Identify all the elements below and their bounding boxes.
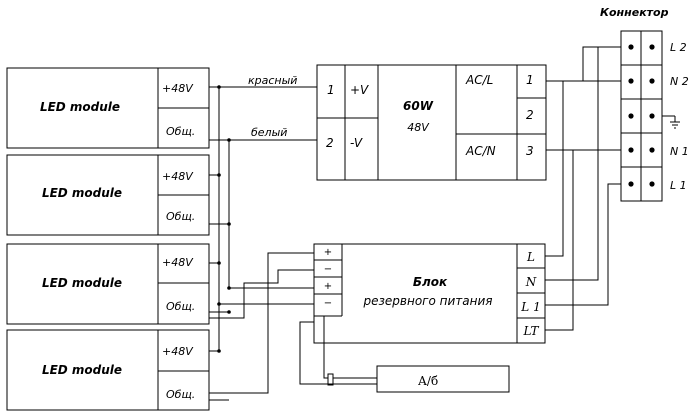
backup-subtitle: резервного питания bbox=[363, 294, 493, 308]
backup-title: Блок bbox=[413, 275, 448, 289]
wires bbox=[209, 46, 621, 401]
psu-ac-n: AC/N bbox=[465, 144, 496, 158]
backup-pin-l1: L 1 bbox=[520, 300, 540, 314]
connector-label-n2: N 2 bbox=[670, 75, 689, 88]
plus-48v-label: +48V bbox=[162, 345, 194, 358]
backup-pin-plus-2: + bbox=[324, 281, 332, 292]
led-module-3: LED module +48V Общ. bbox=[6, 243, 210, 325]
wire-label-white: белый bbox=[251, 126, 287, 139]
common-label: Общ. bbox=[166, 388, 195, 401]
backup-pin-plus-1: + bbox=[324, 247, 332, 258]
connector-label-n1: N 1 bbox=[670, 145, 689, 158]
common-label: Общ. bbox=[166, 210, 195, 223]
led-module-4: LED module +48V Общ. bbox=[6, 329, 210, 411]
led-module-1: LED module +48V Общ. bbox=[6, 67, 210, 149]
plus-48v-label: +48V bbox=[162, 256, 194, 269]
led-module-2: LED module +48V Общ. bbox=[6, 154, 210, 236]
plus-48v-label: +48V bbox=[162, 82, 194, 95]
backup-pin-l: L bbox=[526, 250, 535, 264]
common-label: Общ. bbox=[166, 125, 195, 138]
psu-voltage: 48V bbox=[407, 121, 430, 134]
psu-in-pin-1: 1 bbox=[526, 73, 534, 87]
psu-pin-2: 2 bbox=[326, 136, 334, 150]
plus-48v-label: +48V bbox=[162, 170, 194, 183]
led-module-label: LED module bbox=[42, 186, 122, 200]
psu-power: 60W bbox=[403, 99, 434, 113]
connector-block: Коннектор L 2 N 2 N 1 L 1 bbox=[600, 6, 689, 202]
connector-label-l2: L 2 bbox=[670, 41, 687, 54]
wire-label-red: красный bbox=[248, 74, 297, 87]
backup-pin-minus-2: − bbox=[324, 298, 332, 309]
psu-ac-l: AC/L bbox=[465, 73, 493, 87]
connector-title: Коннектор bbox=[600, 6, 669, 19]
battery-fuse-icon bbox=[327, 373, 334, 386]
psu-plus-v: +V bbox=[350, 83, 369, 97]
connector-label-l1: L 1 bbox=[670, 179, 687, 192]
led-module-label: LED module bbox=[42, 276, 122, 290]
common-label: Общ. bbox=[166, 300, 195, 313]
led-module-label: LED module bbox=[40, 100, 120, 114]
led-module-label: LED module bbox=[42, 363, 122, 377]
backup-pin-minus-1: − bbox=[324, 264, 332, 275]
backup-power-unit: + − + − Блок резервного питания L N L 1 … bbox=[313, 243, 546, 344]
psu-pin-1: 1 bbox=[327, 83, 335, 97]
ground-icon bbox=[662, 115, 680, 129]
battery-label: А/б bbox=[418, 374, 438, 388]
battery-block: А/б bbox=[327, 365, 510, 393]
psu-in-pin-3: 3 bbox=[526, 144, 534, 158]
psu-minus-v: -V bbox=[350, 136, 363, 150]
power-supply-60w: 1 2 +V -V 60W 48V AC/L AC/N 1 2 3 bbox=[316, 64, 547, 181]
backup-pin-lt: LT bbox=[523, 324, 540, 338]
psu-in-pin-2: 2 bbox=[526, 108, 534, 122]
backup-pin-n: N bbox=[525, 275, 537, 289]
